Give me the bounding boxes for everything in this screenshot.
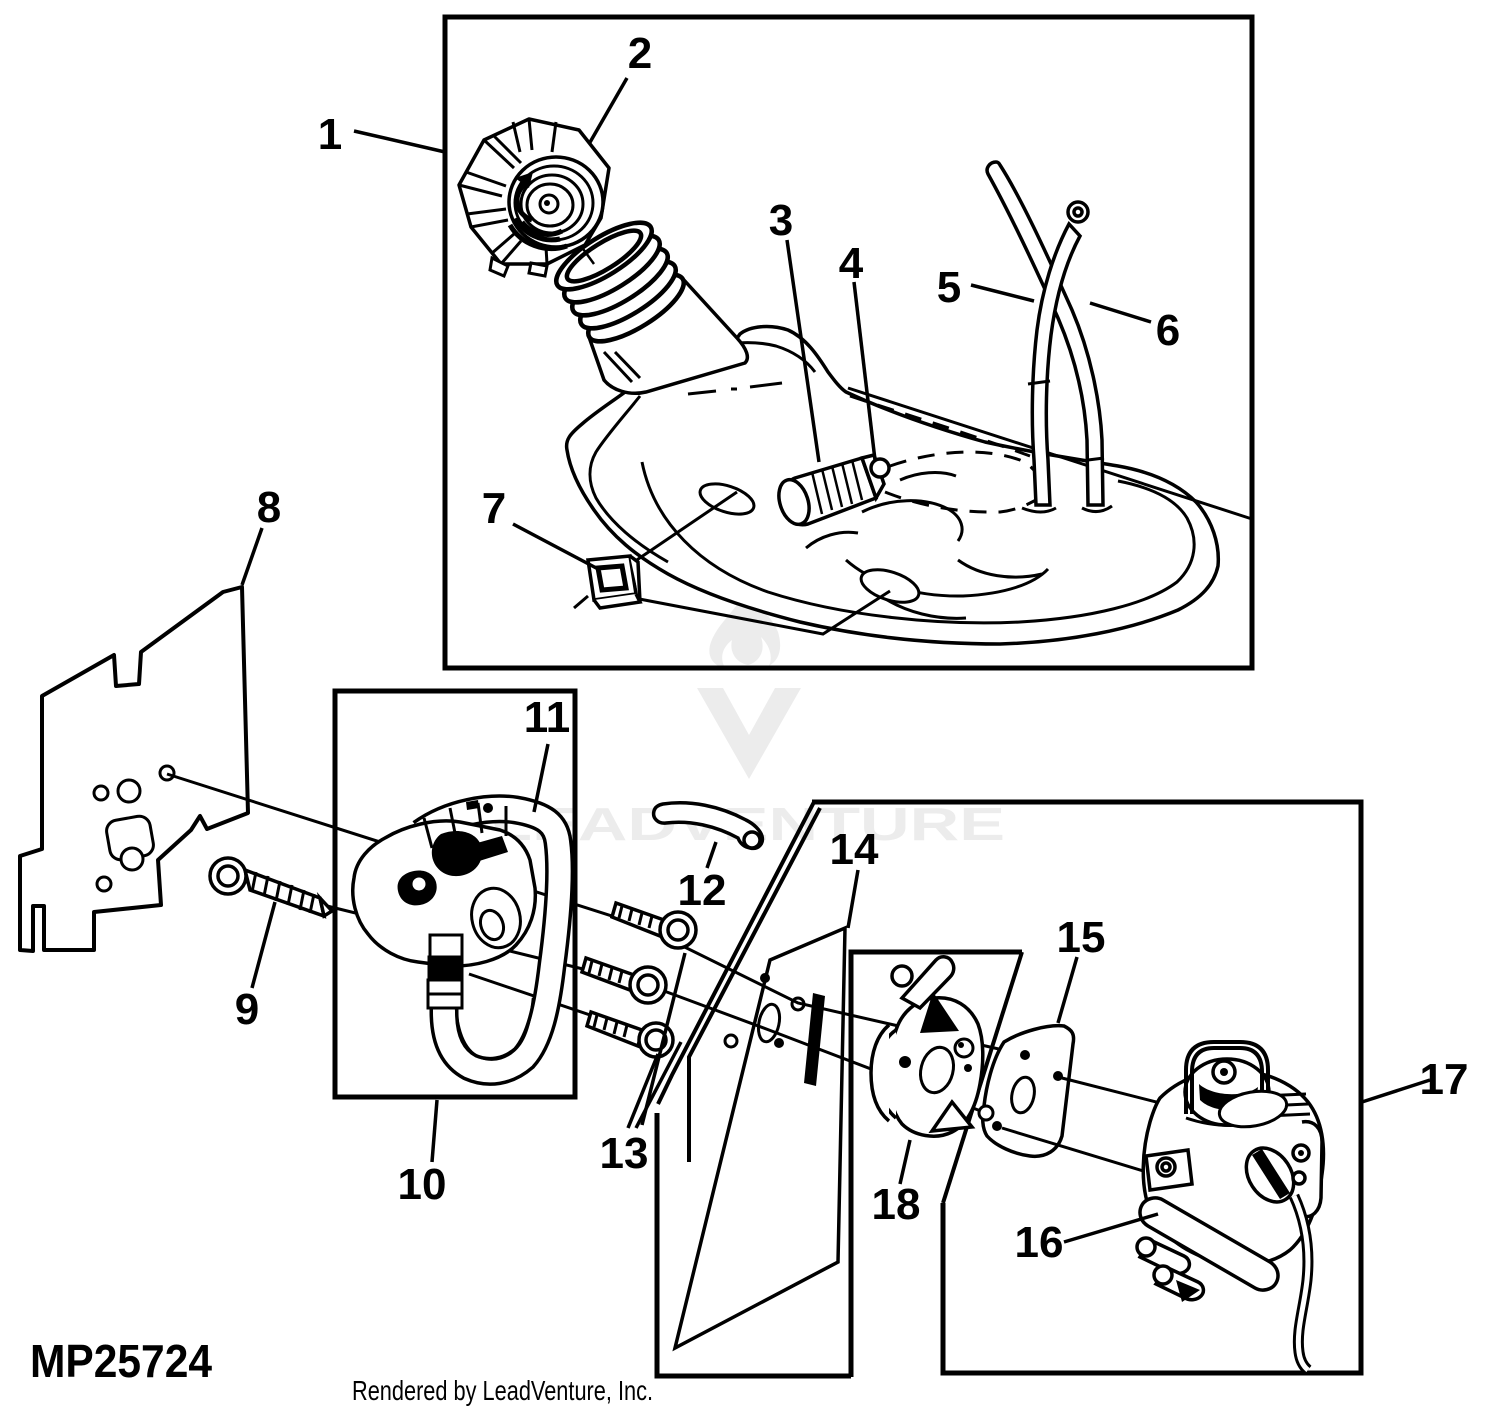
svg-text:Rendered by LeadVenture, Inc.: Rendered by LeadVenture, Inc.	[352, 1375, 653, 1406]
svg-text:9: 9	[235, 985, 259, 1034]
svg-text:17: 17	[1420, 1055, 1469, 1104]
svg-text:6: 6	[1156, 306, 1180, 355]
svg-text:8: 8	[257, 483, 281, 532]
svg-text:5: 5	[937, 263, 961, 312]
svg-text:3: 3	[769, 196, 793, 245]
svg-text:11: 11	[524, 693, 571, 742]
svg-text:4: 4	[839, 239, 864, 288]
svg-text:1: 1	[318, 110, 342, 159]
svg-text:10: 10	[398, 1160, 447, 1209]
svg-text:16: 16	[1015, 1218, 1064, 1267]
svg-text:18: 18	[872, 1180, 921, 1229]
svg-text:14: 14	[830, 825, 879, 874]
svg-text:13: 13	[600, 1129, 649, 1178]
svg-text:2: 2	[628, 29, 652, 78]
svg-text:MP25724: MP25724	[30, 1335, 212, 1387]
svg-text:12: 12	[678, 866, 727, 915]
svg-text:7: 7	[482, 484, 506, 533]
svg-text:15: 15	[1057, 913, 1106, 962]
